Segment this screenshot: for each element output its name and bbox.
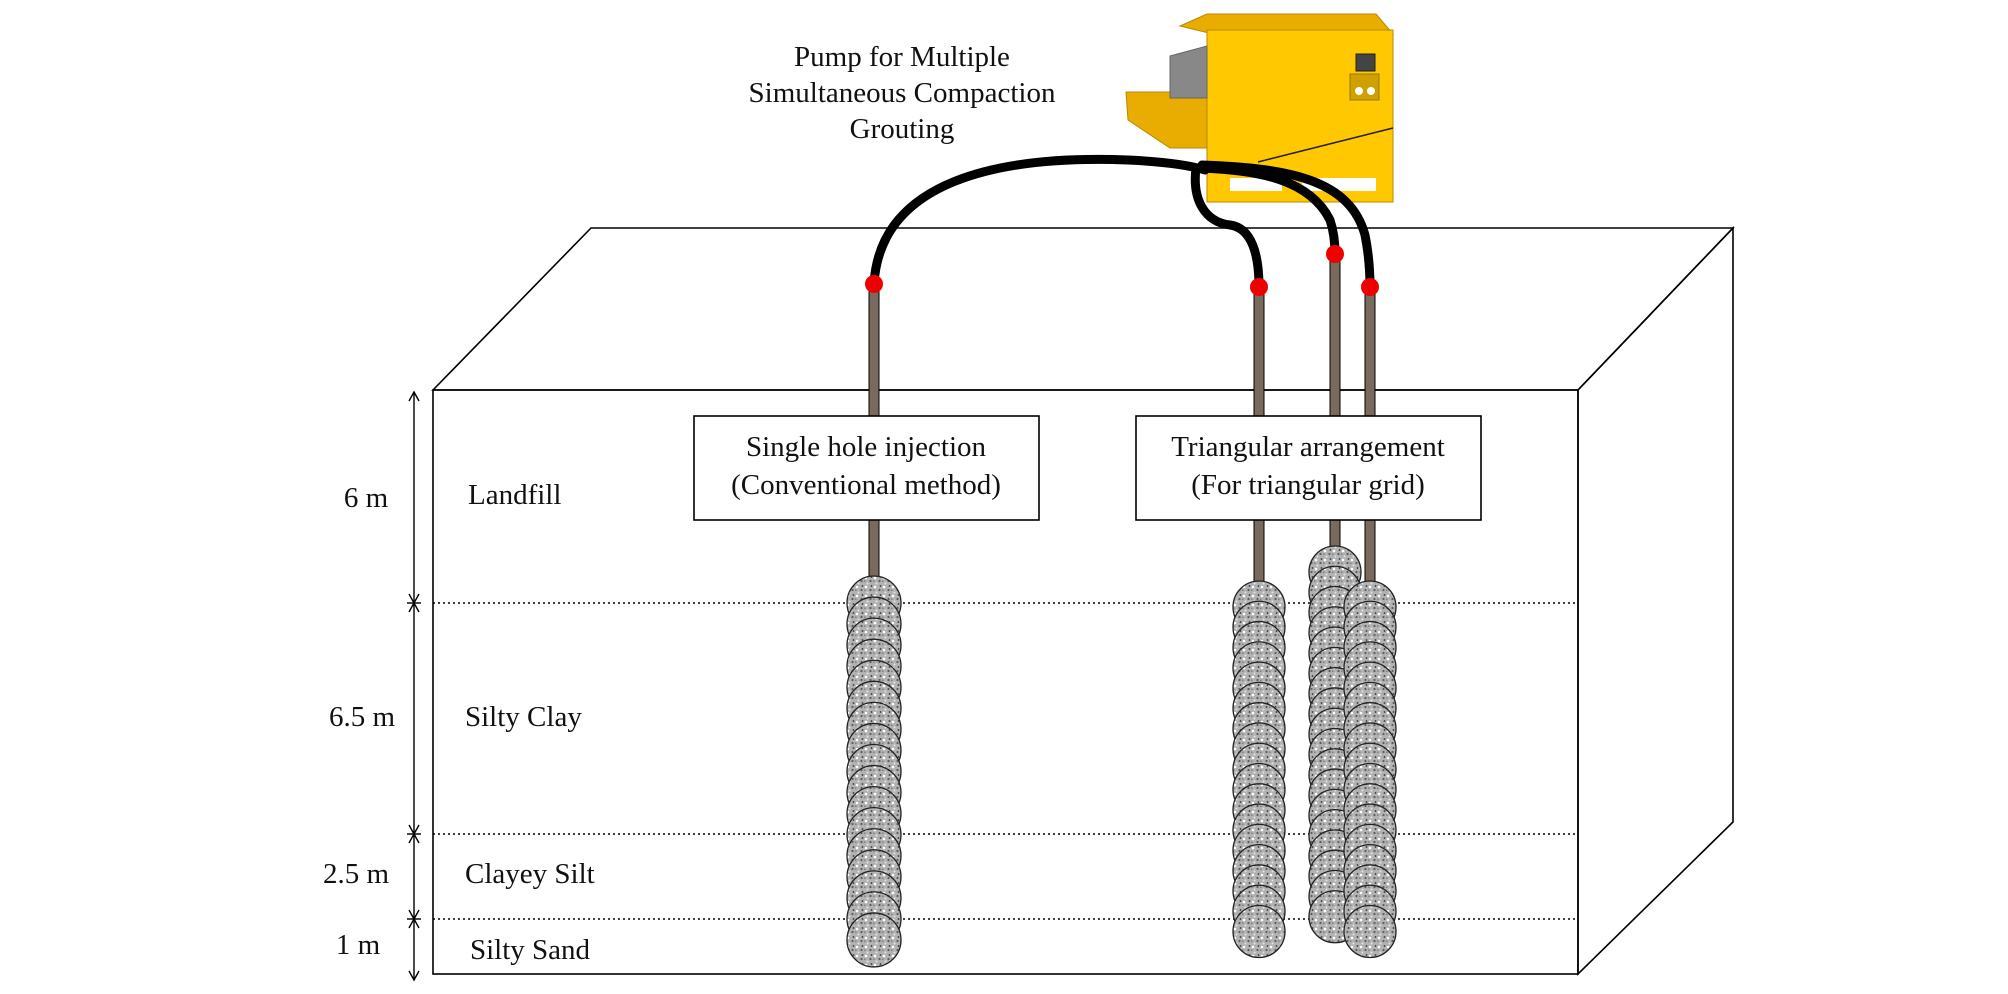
bulb-column-triangular-3 xyxy=(1343,580,1397,959)
soil-block-front-face xyxy=(432,389,1579,975)
hose-to-triangular-1 xyxy=(1190,163,1264,292)
hose-to-single-hole xyxy=(869,154,1210,289)
layer-name-silty-sand: Silty Sand xyxy=(470,934,591,966)
triangular-label-box: Triangular arrangement (For triangular g… xyxy=(1135,415,1482,521)
grout-bulb-columns xyxy=(846,545,1397,968)
joint-triangular-2 xyxy=(1326,245,1344,263)
layer-boundaries xyxy=(433,602,1578,920)
thickness-dimension xyxy=(407,390,421,982)
rod-triangular-2 xyxy=(1329,253,1341,573)
thickness-label-silty-clay: 6.5 m xyxy=(329,701,396,733)
single-hole-label-line-1: Single hole injection xyxy=(746,431,987,463)
soil-block xyxy=(431,226,1735,976)
joint-single-hole xyxy=(865,275,883,293)
triangular-label-line-2: (For triangular grid) xyxy=(1191,469,1425,501)
bulb-column-triangular-1 xyxy=(1232,580,1286,959)
joint-triangular-1 xyxy=(1250,278,1268,296)
pump-button-left xyxy=(1355,87,1363,95)
thickness-label-clayey-silt: 2.5 m xyxy=(323,858,390,890)
layer-name-silty-clay: Silty Clay xyxy=(465,701,582,733)
grout-bulb xyxy=(846,912,902,968)
single-hole-label-line-2: (Conventional method) xyxy=(731,469,1001,501)
hose-joints xyxy=(865,245,1379,296)
single-hole-label-box: Single hole injection (Conventional meth… xyxy=(693,415,1040,521)
pump-display-screen xyxy=(1355,53,1376,72)
grout-bulb xyxy=(1232,904,1286,959)
thickness-label-silty-sand: 1 m xyxy=(336,929,381,961)
hose-to-triangular-3 xyxy=(1197,160,1375,292)
pump-control-panel xyxy=(1349,73,1380,101)
pump-title-line-3: Grouting xyxy=(850,113,955,145)
layer-name-landfill: Landfill xyxy=(468,479,561,511)
soil-block-top-face xyxy=(431,227,1735,391)
joint-triangular-3 xyxy=(1361,278,1379,296)
thickness-label-landfill: 6 m xyxy=(344,482,389,514)
soil-block-side-face xyxy=(1577,226,1734,976)
pump-button-right xyxy=(1367,87,1375,95)
triangular-label-line-1: Triangular arrangement xyxy=(1171,431,1445,463)
pump-title-line-2: Simultaneous Compaction xyxy=(749,77,1056,109)
pump-vent-left xyxy=(1230,178,1282,191)
grout-pump xyxy=(1125,13,1395,203)
pump-chute xyxy=(1169,45,1208,99)
pump-hopper xyxy=(1125,91,1215,149)
grout-hoses xyxy=(869,154,1375,292)
pump-title-line-1: Pump for Multiple xyxy=(794,41,1010,73)
bulb-column-single-hole xyxy=(846,575,902,968)
layer-name-clayey-silt: Clayey Silt xyxy=(465,858,595,890)
pump-lever xyxy=(1257,127,1394,163)
grout-bulb xyxy=(1343,904,1397,959)
